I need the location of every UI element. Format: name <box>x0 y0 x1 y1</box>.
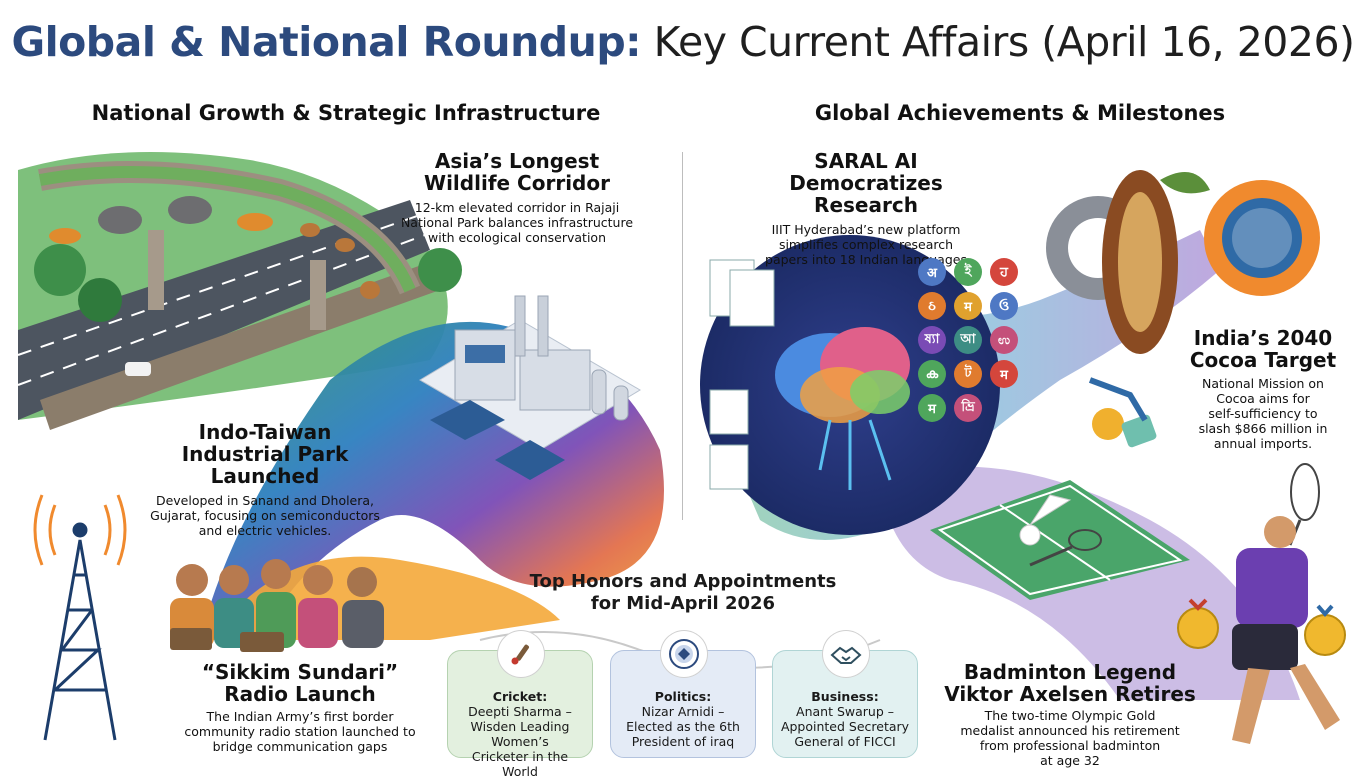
honor-card-business: Business: Anant Swarup – Appointed Secre… <box>772 631 918 758</box>
feature-desc: National Mission on <box>1202 376 1324 391</box>
feature-axelsen-retires: Badminton Legend Viktor Axelsen Retires … <box>940 661 1200 768</box>
feature-desc: at age 32 <box>1040 753 1100 768</box>
language-glyph: ਹ <box>990 258 1018 286</box>
language-glyph: म <box>990 360 1018 388</box>
feature-desc: medalist announced his retirement <box>960 723 1180 738</box>
feature-desc: National Park balances infrastructure <box>400 215 634 230</box>
language-glyph: ઠ <box>918 292 946 320</box>
feature-desc: annual imports. <box>1213 436 1313 451</box>
feature-sikkim-radio: “Sikkim Sundari” Radio Launch The Indian… <box>165 661 435 754</box>
feature-desc: IIIT Hyderabad’s new platform <box>771 222 961 237</box>
page-title-bold: Global & National Roundup: <box>11 18 642 66</box>
feature-indo-taiwan: Indo-Taiwan Industrial Park Launched Dev… <box>140 421 390 538</box>
section-heading-global: Global Achievements & Milestones <box>814 101 1226 125</box>
honor-line: President of iraq <box>631 734 735 749</box>
feature-desc: 12-km elevated corridor in Rajaji <box>414 200 620 215</box>
honors-subtitle: for Mid-April 2026 <box>590 593 776 614</box>
industrial-park-illustration <box>419 295 641 480</box>
honors-title: Top Honors and Appointments <box>529 571 837 592</box>
language-glyph: ಉ <box>990 326 1018 354</box>
feature-title: Viktor Axelsen Retires <box>944 682 1196 706</box>
feature-desc: The two-time Olympic Gold <box>984 708 1156 723</box>
feature-desc: papers into 18 Indian languages <box>765 252 967 267</box>
feature-cocoa-target: India’s 2040 Cocoa Target National Missi… <box>1188 327 1338 451</box>
feature-title: Cocoa Target <box>1189 348 1337 372</box>
language-glyph: ভ্রি <box>954 394 982 422</box>
feature-title: “Sikkim Sundari” <box>201 660 399 684</box>
language-glyph: ക <box>918 360 946 388</box>
language-bubbles: अ ই ਹ ઠ म ઉ ষ্যা আ ಉ ക ট म म ভ্রি <box>918 258 1028 422</box>
feature-desc: and electric vehicles. <box>198 523 332 538</box>
feature-desc: slash $866 million in <box>1198 421 1328 436</box>
language-glyph: ই <box>954 258 982 286</box>
honor-line: Appointed Secretary <box>780 719 910 734</box>
honor-line: Elected as the 6th <box>626 719 740 734</box>
feature-title: Democratizes Research <box>789 171 943 217</box>
honor-card-cricket: Cricket: Deepti Sharma – Wisden Leading … <box>447 631 593 779</box>
cocoa-gear-illustration <box>1046 170 1320 448</box>
feature-title: Asia’s Longest <box>434 149 600 173</box>
page-title: Global & National Roundup: Key Current A… <box>0 18 1366 66</box>
wildlife-corridor-illustration <box>17 152 462 430</box>
feature-title: Wildlife Corridor <box>424 171 610 195</box>
radio-tower-illustration <box>33 494 127 741</box>
honor-category: Politics: <box>654 689 712 704</box>
feature-saral-ai: SARAL AI Democratizes Research IIIT Hyde… <box>735 150 997 267</box>
feature-desc: bridge communication gaps <box>212 739 388 754</box>
feature-desc: Gujarat, focusing on semiconductors <box>150 508 380 523</box>
feature-desc: from professional badminton <box>979 738 1161 753</box>
feature-desc: The Indian Army’s first border <box>206 709 394 724</box>
honors-heading: Top Honors and Appointments for Mid-Apri… <box>500 571 866 615</box>
honor-line: Cricketer in the World <box>471 749 569 779</box>
section-heading-national: National Growth & Strategic Infrastructu… <box>91 101 601 125</box>
language-glyph: ઉ <box>990 292 1018 320</box>
honor-line: Wisden Leading Women’s <box>470 719 570 749</box>
language-glyph: म <box>918 394 946 422</box>
cricket-bat-icon <box>498 631 544 677</box>
language-glyph: अ <box>918 258 946 286</box>
feature-title: Launched <box>210 464 320 488</box>
feature-title: SARAL AI <box>814 149 918 173</box>
language-glyph: म <box>954 292 982 320</box>
honor-line: Nizar Arnidi – <box>641 704 725 719</box>
language-glyph: ষ্যা <box>918 326 946 354</box>
feature-desc: with ecological conservation <box>428 230 606 245</box>
feature-title: India’s 2040 <box>1193 326 1333 350</box>
feature-wildlife-corridor: Asia’s Longest Wildlife Corridor 12-km e… <box>392 150 642 245</box>
feature-desc: Cocoa aims for <box>1216 391 1310 406</box>
honor-line: Deepti Sharma – <box>468 704 572 719</box>
feature-desc: Developed in Sanand and Dholera, <box>155 493 375 508</box>
page-title-rest: Key Current Affairs (April 16, 2026) <box>653 18 1355 66</box>
emblem-seal-icon <box>661 631 707 677</box>
feature-title: Badminton Legend <box>963 660 1177 684</box>
feature-desc: community radio station launched to <box>184 724 416 739</box>
honor-line: General of FICCI <box>794 734 896 749</box>
honor-line: Anant Swarup – <box>796 704 894 719</box>
honor-category: Cricket: <box>492 689 548 704</box>
badminton-illustration <box>930 463 1346 744</box>
language-glyph: ট <box>954 360 982 388</box>
feature-title: Industrial Park <box>181 442 349 466</box>
language-glyph: আ <box>954 326 982 354</box>
feature-desc: simplifies complex research <box>778 237 954 252</box>
section-divider <box>682 152 683 520</box>
feature-title: Radio Launch <box>224 682 376 706</box>
feature-title: Indo-Taiwan <box>198 420 332 444</box>
handshake-icon <box>823 631 869 677</box>
community-people-illustration <box>170 559 384 652</box>
honor-category: Business: <box>811 689 879 704</box>
feature-desc: self-sufficiency to <box>1208 406 1318 421</box>
honor-card-politics: Politics: Nizar Arnidi – Elected as the … <box>610 631 756 758</box>
